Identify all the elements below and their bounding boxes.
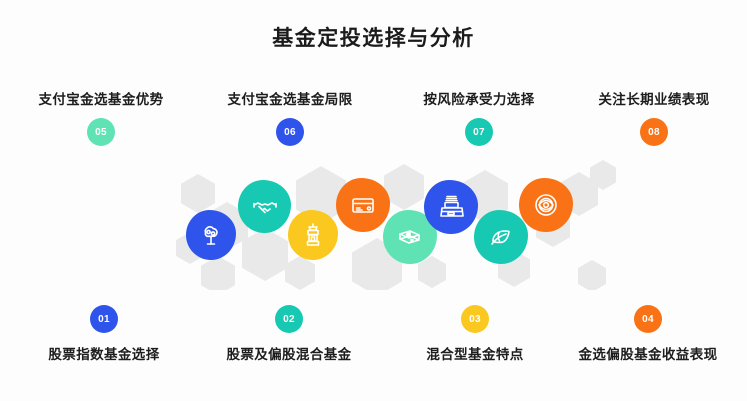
callout-label: 金选偏股基金收益表现: [578, 347, 718, 362]
leaf-glyph: [491, 230, 510, 245]
callout-03[interactable]: 03 混合型基金特点: [382, 305, 568, 363]
callout-badge[interactable]: 08: [640, 118, 668, 146]
banknotes-glyph: [399, 230, 420, 244]
callout-06[interactable]: 支付宝金选基金局限 06: [197, 88, 383, 146]
callout-badge[interactable]: 02: [275, 305, 303, 333]
callout-02[interactable]: 02 股票及偏股混合基金: [196, 305, 382, 363]
callout-08[interactable]: 关注长期业绩表现 08: [561, 88, 747, 146]
tower-icon[interactable]: [288, 210, 338, 260]
handshake-glyph: [252, 201, 277, 213]
callout-label: 支付宝金选基金优势: [38, 92, 164, 107]
cash-register-glyph: [440, 195, 464, 217]
callout-07[interactable]: 按风险承受力选择 07: [386, 88, 572, 146]
callout-label: 关注长期业绩表现: [598, 92, 710, 107]
eye-radar-glyph: [535, 194, 557, 216]
callout-label: 股票指数基金选择: [48, 347, 160, 362]
page-title: 基金定投选择与分析: [272, 27, 475, 50]
callout-04[interactable]: 04 金选偏股基金收益表现: [555, 305, 741, 363]
callout-label: 股票及偏股混合基金: [226, 347, 352, 362]
callout-label: 混合型基金特点: [426, 347, 524, 362]
money-tree-icon[interactable]: [186, 210, 236, 260]
callout-badge[interactable]: 06: [276, 118, 304, 146]
callout-label: 支付宝金选基金局限: [227, 92, 353, 107]
credit-card-icon[interactable]: [336, 178, 390, 232]
hexagon-shape: [181, 174, 215, 213]
callout-badge[interactable]: 04: [634, 305, 662, 333]
eye-radar-icon[interactable]: [519, 178, 573, 232]
callout-label: 按风险承受力选择: [423, 92, 535, 107]
icon-cluster: [0, 160, 747, 290]
callout-05[interactable]: 支付宝金选基金优势 05: [8, 88, 194, 146]
money-tree-glyph: [204, 225, 218, 245]
callout-badge[interactable]: 07: [465, 118, 493, 146]
cash-register-icon[interactable]: [424, 180, 478, 234]
leaf-icon[interactable]: [474, 210, 528, 264]
hexagon-shape: [418, 256, 446, 288]
tower-glyph: [306, 223, 320, 246]
callout-01[interactable]: 01 股票指数基金选择: [11, 305, 197, 363]
callout-badge[interactable]: 05: [87, 118, 115, 146]
credit-card-glyph: [352, 198, 374, 213]
handshake-icon[interactable]: [238, 180, 291, 233]
callout-badge[interactable]: 01: [90, 305, 118, 333]
callout-badge[interactable]: 03: [461, 305, 489, 333]
